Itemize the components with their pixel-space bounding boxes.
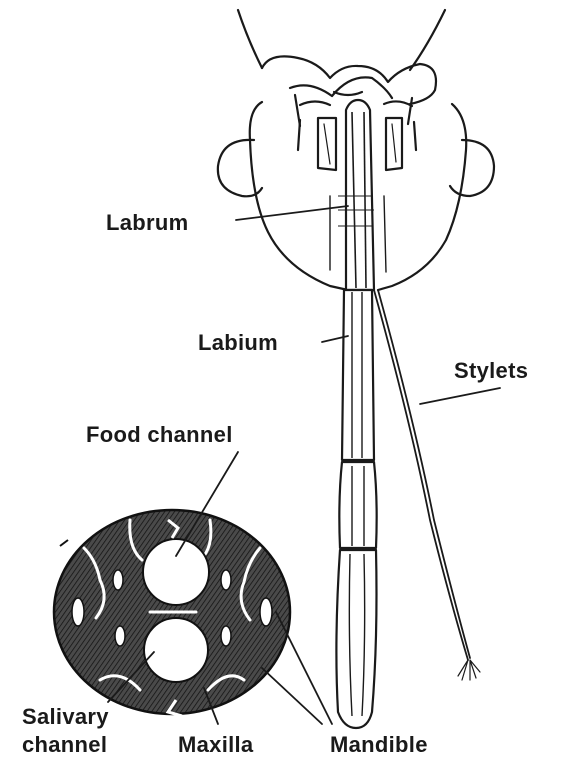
label-labrum: Labrum	[106, 210, 188, 235]
label-stylets: Stylets	[454, 358, 528, 383]
neck-outline	[238, 10, 262, 68]
mandible-leader-1	[262, 668, 322, 724]
label-maxilla: Maxilla	[178, 732, 254, 757]
label-mandible: Mandible	[330, 732, 428, 757]
labrum-leader	[236, 206, 348, 220]
right-eye	[450, 140, 494, 196]
label-labium: Labium	[198, 330, 278, 355]
label-salivary-channel-1: Salivary	[22, 704, 109, 729]
label-food-channel: Food channel	[86, 422, 233, 447]
label-salivary-channel-2: channel	[22, 732, 107, 757]
stylets-filament	[374, 290, 480, 680]
labium-segment-3	[336, 550, 376, 728]
proboscis	[336, 100, 376, 728]
labium-segment-1	[342, 290, 374, 460]
clypeus	[262, 56, 436, 104]
food-channel	[143, 539, 209, 605]
labrum-shape	[346, 100, 374, 290]
salivary-channel	[144, 618, 208, 682]
neck-outline-right	[410, 10, 445, 70]
cross-section	[54, 510, 290, 716]
labium-segment-2	[339, 462, 376, 548]
stylets-leader	[420, 388, 500, 404]
